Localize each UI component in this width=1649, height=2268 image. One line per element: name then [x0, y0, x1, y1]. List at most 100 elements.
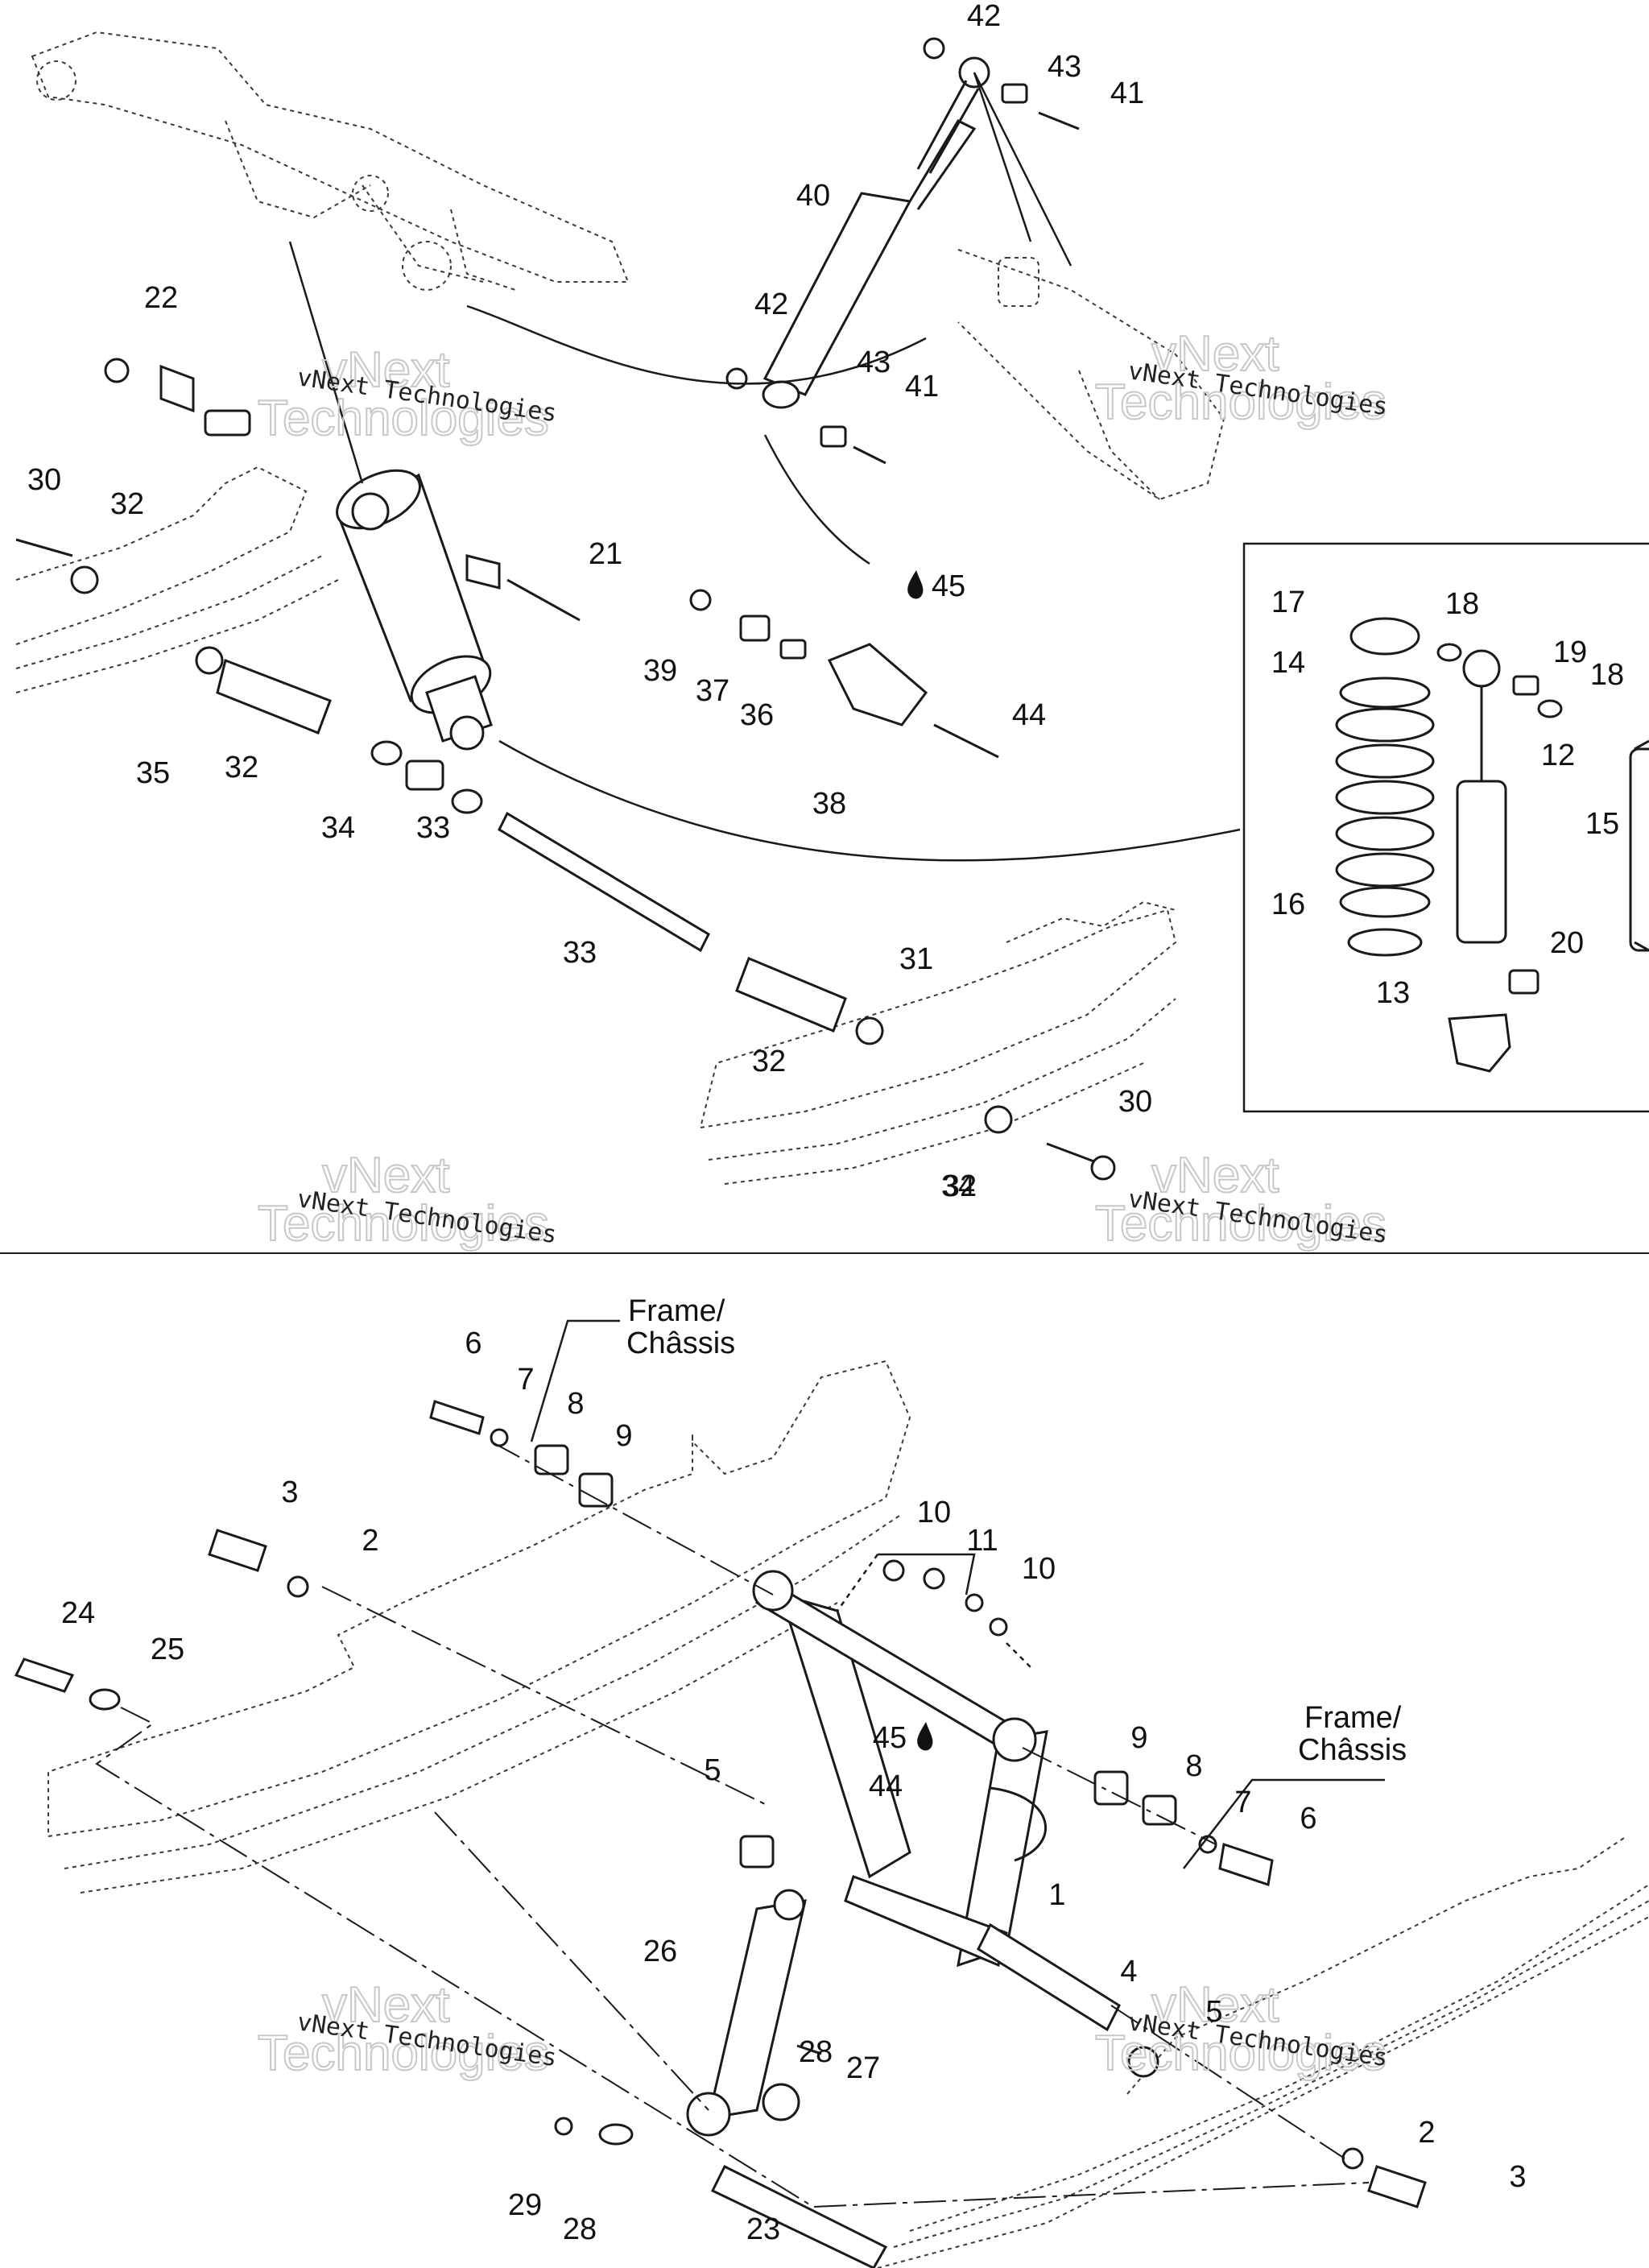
watermark-big: vNext [1151, 326, 1279, 382]
part-callout: 21 [589, 537, 622, 571]
part-callout: 38 [812, 787, 846, 821]
watermark-big: Technologies [1095, 375, 1387, 430]
part-callout: 35 [136, 756, 170, 790]
part-callout: 20 [1550, 926, 1584, 960]
part-callout: 10 [1022, 1552, 1056, 1586]
part-callout: 28 [563, 2212, 597, 2246]
part-callout: 44 [1012, 698, 1046, 732]
part-callout: 3 [281, 1475, 298, 1509]
part-callout: 41 [905, 370, 939, 404]
part-callout: 44 [869, 1769, 903, 1803]
part-callout: 33 [563, 936, 597, 970]
part-callout: 43 [857, 346, 891, 379]
part-callout: 4 [1120, 1955, 1137, 1989]
part-callout: 30 [27, 463, 61, 497]
part-callout: 32 [225, 751, 258, 784]
bottom-hardware [14, 1400, 1427, 2268]
part-callout: 16 [1271, 888, 1305, 921]
part-callout: 24 [61, 1596, 95, 1630]
part-callout: 8 [1185, 1749, 1202, 1783]
watermark-big: Technologies [258, 391, 549, 446]
part-callout: 9 [1130, 1721, 1147, 1755]
part-callout: 34 [941, 1169, 975, 1203]
part-callout: 1 [1048, 1878, 1065, 1912]
watermark-big: vNext [1151, 1148, 1279, 1203]
part-callout: 6 [1300, 1802, 1316, 1836]
part-callout: 8 [567, 1387, 584, 1421]
watermark-big: vNext [322, 1148, 449, 1203]
part-callout: 34 [321, 811, 355, 845]
part-callout: 30 [1118, 1085, 1152, 1119]
oil-drop-icon [907, 570, 924, 599]
part-callout: 36 [740, 698, 774, 732]
watermark-big: Technologies [1095, 2026, 1387, 2081]
centerlines-bottom [95, 1441, 1370, 2208]
part-callout: 31 [899, 942, 933, 976]
frame-label-group: Frame/ Châssis Frame/ Châssis [626, 1294, 1407, 1767]
part-callout: 17 [1271, 586, 1305, 619]
part-callout: 9 [615, 1419, 632, 1453]
part-callout: 2 [1418, 2116, 1435, 2150]
hardware-top [15, 37, 1116, 1181]
part-callout: 41 [1110, 77, 1144, 110]
frame-label-line2: Châssis [626, 1326, 735, 1360]
front-arm [752, 1570, 1048, 1968]
shock-absorber [336, 469, 493, 751]
part-callout: 18 [1590, 658, 1624, 692]
part-callout: 43 [1048, 50, 1081, 84]
part-callout: 25 [151, 1633, 184, 1666]
part-callout: 32 [110, 487, 144, 521]
part-callout: 11 [966, 1524, 998, 1558]
part-callout: 45 [932, 569, 965, 603]
part-callout: 32 [943, 1169, 977, 1203]
frame-leaders [530, 1319, 1385, 1869]
watermark-big: vNext [1151, 1977, 1279, 2033]
oil-drop-icon [917, 1722, 933, 1751]
part-callout: 40 [796, 179, 830, 213]
part-callout: 42 [754, 288, 788, 321]
watermark-big: Technologies [258, 2026, 549, 2081]
part-callout: 22 [144, 281, 178, 315]
part-callout: 7 [517, 1363, 534, 1397]
part-callout: 45 [873, 1721, 907, 1755]
part-callout: 10 [917, 1496, 951, 1529]
part-callout: 2 [362, 1524, 378, 1558]
coil-spring [1335, 677, 1435, 918]
part-callout: 26 [643, 1935, 677, 1968]
part-callout: 15 [1585, 807, 1619, 841]
part-callout: 3 [1509, 2160, 1526, 2194]
part-callout: 33 [416, 811, 450, 845]
part-callout: 13 [1376, 976, 1410, 1010]
watermark-big: vNext [322, 1977, 449, 2033]
part-callout: 28 [799, 2035, 833, 2069]
part-callout: 19 [1553, 635, 1587, 669]
part-callout: 23 [746, 2212, 780, 2246]
rail-ghost-top-right [699, 900, 1177, 1185]
frame-ghost-upper-right [957, 249, 1225, 501]
part-callout: 14 [1271, 646, 1305, 680]
part-callout: 7 [1234, 1786, 1251, 1819]
part-callout: 12 [1541, 739, 1575, 772]
part-callout: 5 [1205, 1995, 1222, 2029]
leader-arrows-top [288, 72, 1241, 862]
frame-label-line1: Frame/ [628, 1294, 725, 1328]
part-callout: 39 [643, 654, 677, 688]
watermark-big: Technologies [258, 1196, 549, 1252]
frame-label-line2: Châssis [1298, 1733, 1407, 1767]
rail-right [877, 1836, 1649, 2268]
part-callout: 42 [967, 0, 1001, 33]
part-callout: 18 [1445, 587, 1479, 621]
rail-left [48, 1360, 911, 1893]
frame-label-line1: Frame/ [1304, 1701, 1402, 1735]
part-callout: 6 [465, 1326, 481, 1360]
part-callout: 37 [696, 674, 729, 708]
part-callout: 27 [846, 2051, 880, 2085]
frame-ghost-top [31, 31, 630, 291]
coilover-inset [1242, 542, 1649, 1113]
watermark-big: vNext [322, 342, 449, 398]
part-callout: 5 [704, 1753, 721, 1787]
part-callout: 29 [508, 2188, 542, 2222]
